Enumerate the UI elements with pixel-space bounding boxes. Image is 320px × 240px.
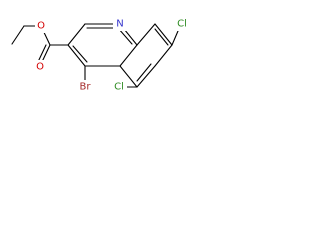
bromine-label: Br [80, 82, 92, 93]
bond-c6-c5 [136, 65, 156, 88]
bond-c3-c4-inner [72, 45, 88, 63]
carbonyl-oxygen-label: O [36, 62, 44, 73]
bond-c2-c3 [67, 23, 86, 46]
bond-c7-c6 [154, 44, 173, 67]
atom-labels: N Cl Cl Br O O [34, 17, 190, 94]
bond-c8-c7 [154, 23, 173, 46]
bond-c8a-c8 [136, 23, 156, 46]
chlorine-label-7: Cl [177, 19, 187, 30]
bond-c8-c7-inner [154, 28, 169, 46]
bond-c4a-c8a [119, 44, 138, 67]
bond-c6-c5-inner [136, 63, 152, 82]
ester-oxygen-label: O [37, 21, 45, 32]
chlorine-label-5: Cl [114, 82, 124, 93]
nitrogen-label: N [116, 19, 123, 30]
bond-ch2-ch3 [11, 25, 25, 45]
bonds [11, 23, 182, 88]
bond-c5-c4a [119, 65, 138, 88]
ethyl-4-bromo-5-7-dichloroquinoline-3-carboxylate-structure: N Cl Cl Br O O [11, 17, 190, 94]
bond-c3-c4 [67, 44, 86, 67]
